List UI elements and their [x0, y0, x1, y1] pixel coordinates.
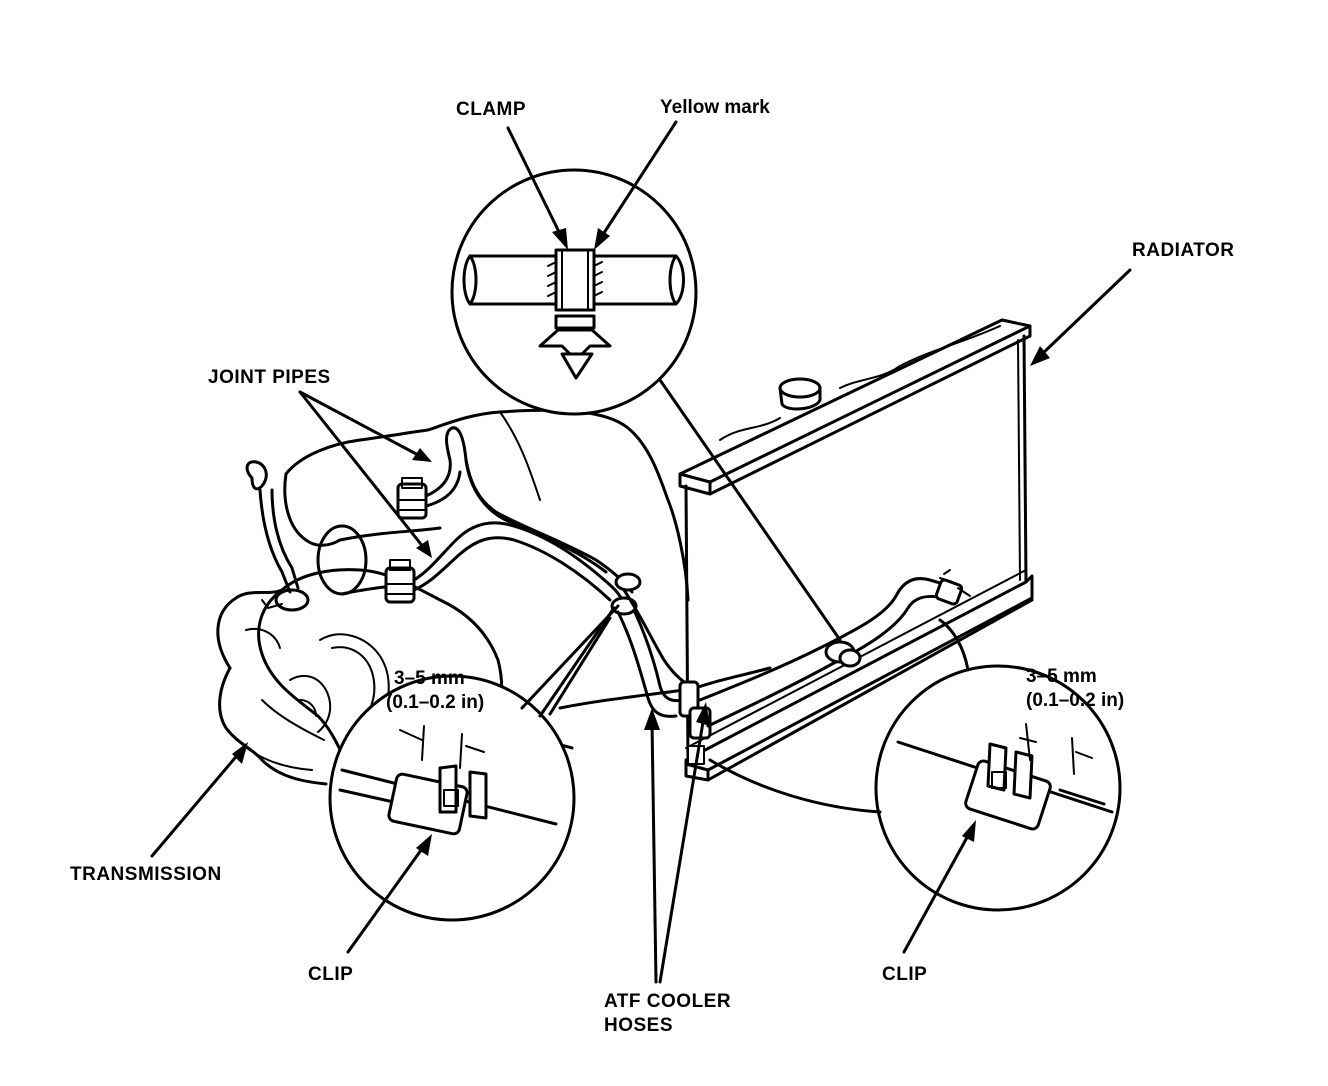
- transmission-drawing: [216, 408, 690, 786]
- transmission-label: TRANSMISSION: [70, 864, 222, 885]
- clamp-detail-circle: [450, 168, 842, 642]
- atf-cooler-hoses-label-line2: HOSES: [604, 1015, 673, 1036]
- clamp-label: CLAMP: [456, 99, 526, 120]
- clip-right-label: CLIP: [882, 964, 927, 985]
- right-dimension-mm-label: 3–5 mm: [1026, 666, 1097, 687]
- right-dimension-in-label: (0.1–0.2 in): [1026, 690, 1124, 711]
- radiator-label: RADIATOR: [1132, 240, 1235, 261]
- left-dimension-mm-label: 3–5 mm: [394, 668, 465, 689]
- yellow-mark-label: Yellow mark: [660, 97, 770, 118]
- joint-pipes-label: JOINT PIPES: [208, 367, 331, 388]
- leader-arrows: [150, 120, 1132, 984]
- right-hose-drawing: [698, 569, 971, 728]
- left-dimension-in-label: (0.1–0.2 in): [386, 692, 484, 713]
- atf-cooler-hoses-label-line1: ATF COOLER: [604, 991, 731, 1012]
- clip-left-label: CLIP: [308, 964, 353, 985]
- left-clip-detail-circle: [328, 604, 620, 922]
- diagram-labels: CLAMP Yellow mark RADIATOR JOINT PIPES 3…: [70, 97, 1235, 1036]
- right-clip-detail-circle: [708, 618, 1122, 912]
- joint-pipes-drawing: [384, 426, 692, 718]
